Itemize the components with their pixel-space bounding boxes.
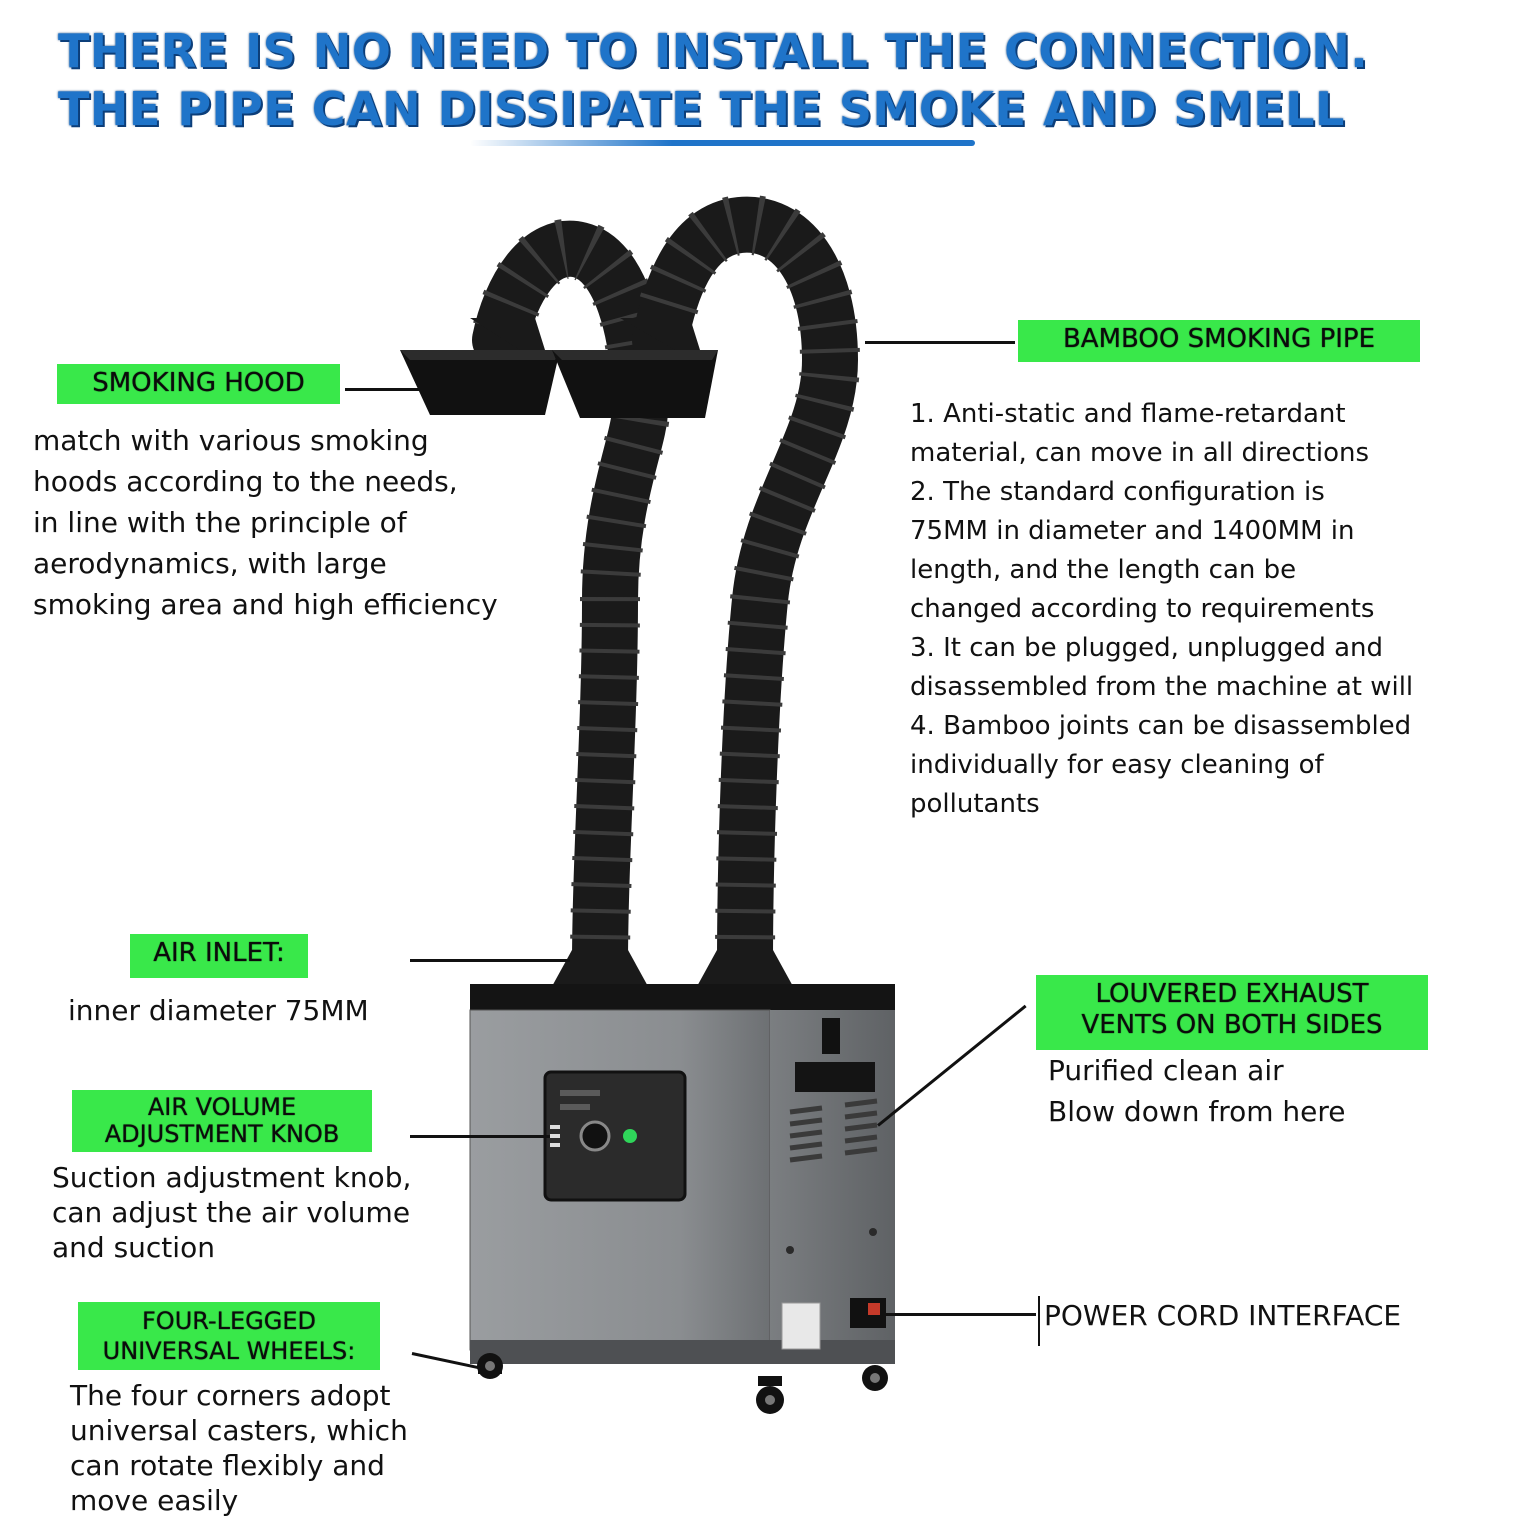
air-volume-knob [579,1120,611,1152]
side-exhaust-slot [795,1062,875,1092]
air-volume-knob-tag: AIR VOLUME ADJUSTMENT KNOB [72,1090,372,1152]
wheels-line: can rotate flexibly and [70,1449,385,1482]
universal-wheels [477,1353,888,1414]
bamboo-pipe-line: 75MM in diameter and 1400MM in [910,516,1355,546]
air-volume-knob-line: Suction adjustment knob, [52,1161,412,1194]
wheels-description: The four corners adopt universal casters… [70,1378,408,1518]
exhaust-vents-line: Purified clean air [1048,1054,1284,1087]
wheels-tag: FOUR-LEGGED UNIVERSAL WHEELS: [78,1302,380,1370]
smoking-hood-line: smoking area and high efficiency [33,588,498,621]
air-inlet-tag: AIR INLET: [130,934,308,978]
left-pipe-base [550,950,650,990]
bamboo-pipe-line: material, can move in all directions [910,438,1369,468]
exhaust-vents-tag-line-1: LOUVERED EXHAUST [1095,979,1369,1009]
wheels-tag-line-2: UNIVERSAL WHEELS: [102,1337,356,1365]
right-smoking-hood [552,318,718,418]
left-smoking-hood [400,318,560,415]
smoking-hood-line: aerodynamics, with large [33,547,387,580]
headline-line-1: THERE IS NO NEED TO INSTALL THE CONNECTI… [58,24,1369,78]
air-volume-knob-description: Suction adjustment knob, can adjust the … [52,1160,411,1265]
air-volume-knob-tag-line-2: ADJUSTMENT KNOB [104,1120,340,1148]
bamboo-pipe-tag: BAMBOO SMOKING PIPE [1018,320,1420,362]
side-handle [822,1018,840,1054]
smoking-hood-line: hoods according to the needs, [33,465,458,498]
headline: THERE IS NO NEED TO INSTALL THE CONNECTI… [58,22,1498,138]
leader-air-inlet [410,959,570,962]
wheels-line: The four corners adopt [70,1379,391,1412]
wheels-line: universal casters, which [70,1414,408,1447]
exhaust-vents-description: Purified clean air Blow down from here [1048,1050,1346,1132]
machine-top-lid [470,984,895,1010]
air-inlet-line: inner diameter 75MM [68,994,369,1027]
wheels-tag-line-1: FOUR-LEGGED [142,1307,316,1335]
bamboo-pipe-line: disassembled from the machine at will [910,672,1414,702]
leader-smoking-hood [345,388,425,391]
bamboo-pipe-line: 1. Anti-static and flame-retardant [910,399,1346,429]
machine-base [470,1340,895,1364]
exhaust-vents-line: Blow down from here [1048,1095,1346,1128]
power-cord-label: POWER CORD INTERFACE [1044,1299,1402,1332]
air-volume-knob-tag-line-1: AIR VOLUME [147,1093,297,1121]
bamboo-pipe-line: changed according to requirements [910,594,1375,624]
louvered-vents [789,1098,878,1163]
air-inlet-description: inner diameter 75MM [68,990,369,1031]
bamboo-pipe-description: 1. Anti-static and flame-retardant mater… [910,395,1413,824]
bamboo-pipe-line: length, and the length can be [910,555,1297,585]
smoking-hood-line: in line with the principle of [33,506,407,539]
rating-label [781,1302,821,1350]
leader-bamboo-pipe [865,341,1015,344]
exhaust-vents-tag: LOUVERED EXHAUST VENTS ON BOTH SIDES [1036,975,1428,1050]
headline-underline [470,140,975,146]
exhaust-vents-tag-line-2: VENTS ON BOTH SIDES [1081,1010,1383,1040]
right-pipe-base [695,950,795,990]
wheels-line: move easily [70,1484,239,1517]
smoking-hood-line: match with various smoking [33,424,429,457]
air-volume-knob-line: can adjust the air volume [52,1196,411,1229]
leader-air-volume-knob [410,1135,550,1138]
leader-power-cord [886,1313,1036,1316]
power-cord-tick [1038,1296,1040,1346]
bamboo-pipe-line: pollutants [910,789,1040,819]
left-bamboo-pipe [472,220,669,993]
smoking-hood-description: match with various smoking hoods accordi… [33,420,498,625]
bamboo-pipe-line: 3. It can be plugged, unplugged and [910,633,1384,663]
bamboo-pipe-line: 2. The standard configuration is [910,477,1325,507]
right-bamboo-pipe [632,196,859,993]
headline-line-2: THE PIPE CAN DISSIPATE THE SMOKE AND SME… [58,82,1345,136]
air-volume-knob-line: and suction [52,1231,215,1264]
bamboo-pipe-line: individually for easy cleaning of [910,750,1324,780]
bamboo-pipe-line: 4. Bamboo joints can be disassembled [910,711,1412,741]
smoking-hood-tag: SMOKING HOOD [57,364,340,404]
